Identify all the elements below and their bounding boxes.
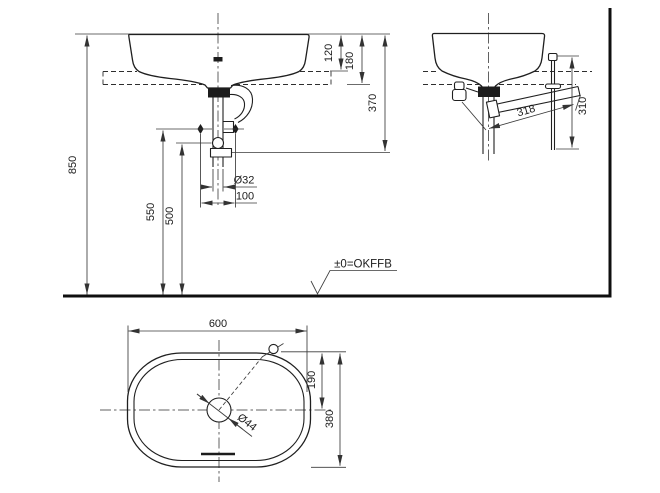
dim-190-label: 190 xyxy=(306,371,318,389)
dim-d44-label: Ø44 xyxy=(235,412,259,434)
rod-escutcheon xyxy=(544,83,562,90)
dim-318-label: 318 xyxy=(516,103,537,120)
dim-100-label: 100 xyxy=(236,191,254,203)
basin-plan-outer-rim xyxy=(126,352,312,468)
basin-plan-inner-rim xyxy=(133,358,305,462)
dim-380-label: 380 xyxy=(324,410,336,428)
drain-fitting-front xyxy=(208,88,230,98)
side-view: 318 310 xyxy=(423,13,592,163)
dim-550: 550 xyxy=(145,128,244,295)
basin-front-outline xyxy=(128,33,310,89)
dim-500-label: 500 xyxy=(164,207,176,225)
hose-nut xyxy=(222,120,235,134)
popup-lever-fitting xyxy=(451,81,479,102)
dim-500: 500 xyxy=(164,142,212,295)
dim-pipe-diameter: Ø32 xyxy=(201,169,257,192)
counter-section-front xyxy=(102,71,332,85)
dim-600-label: 600 xyxy=(209,318,227,330)
dim-d32-label: Ø32 xyxy=(234,175,255,187)
faucet-hole-mark xyxy=(213,57,223,62)
dim-380: 380 xyxy=(311,353,346,468)
dim-850: 850 xyxy=(67,35,90,295)
faucet-hole-group xyxy=(218,343,284,411)
datum-annotation: ±0=OKFFB xyxy=(310,259,397,295)
datum-label: ±0=OKFFB xyxy=(334,259,392,271)
faucet-hole xyxy=(268,343,279,355)
datum-level-symbol xyxy=(310,270,397,295)
outlet-circle xyxy=(211,136,225,150)
dim-310: 310 xyxy=(556,55,589,150)
counter-section-side xyxy=(423,71,592,85)
dim-190: 190 xyxy=(281,351,346,409)
dim-370: 370 xyxy=(232,35,390,153)
room-outline xyxy=(63,8,612,298)
dim-310-label: 310 xyxy=(577,97,589,115)
dim-100: 100 xyxy=(200,134,257,208)
flexible-hose-front xyxy=(222,84,254,134)
plan-view: 600 190 380 Ø44 xyxy=(100,318,346,482)
drain-fitting-side xyxy=(478,86,500,97)
rod-knob xyxy=(547,52,558,62)
front-view: 850 550 500 120 180 xyxy=(67,13,390,295)
pipe-union-fitting xyxy=(209,147,233,158)
dim-550-label: 550 xyxy=(145,203,157,221)
dim-850-label: 850 xyxy=(67,156,79,174)
dim-120-label: 120 xyxy=(323,44,335,62)
dim-600: 600 xyxy=(127,318,308,392)
dim-318: 318 xyxy=(461,94,581,131)
dim-120: 120 xyxy=(323,35,348,72)
dim-180-label: 180 xyxy=(344,52,356,70)
dim-180: 180 xyxy=(344,35,370,85)
dim-370-label: 370 xyxy=(367,94,379,112)
